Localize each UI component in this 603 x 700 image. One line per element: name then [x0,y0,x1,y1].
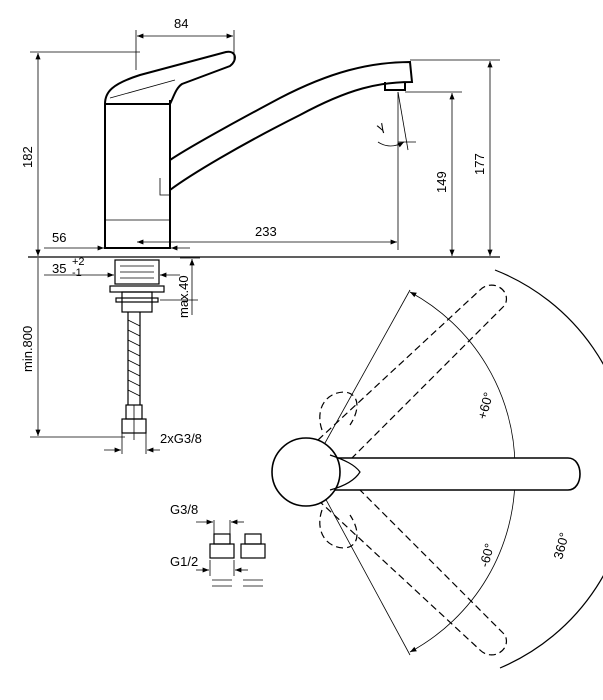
svg-text:56: 56 [52,230,66,245]
dim-spout-height: 149 [405,91,462,256]
dim-total-height: 182 [20,51,140,256]
side-view-faucet [103,50,414,440]
svg-text:2xG3/8: 2xG3/8 [160,431,202,446]
dim-max-height: 177 [410,59,500,256]
label-rotation-full: 360° [550,531,571,561]
svg-text:84: 84 [174,16,188,31]
svg-text:+2: +2 [72,256,85,268]
svg-text:max.40: max.40 [176,275,191,318]
dim-spout-angle: γ [374,91,416,250]
svg-text:γ: γ [374,118,388,134]
label-rotation-plus: +60° [474,391,496,421]
svg-text:35: 35 [52,261,66,276]
svg-text:177: 177 [472,153,487,175]
adapters: G3/8 G1/2 [170,502,266,587]
svg-text:G1/2: G1/2 [170,554,198,569]
svg-text:-1: -1 [72,267,82,279]
svg-text:182: 182 [20,146,35,168]
dim-hose-min: min.800 [20,258,125,438]
svg-text:233: 233 [255,224,277,239]
svg-text:149: 149 [434,171,449,193]
dim-hose-thread: 2xG3/8 [104,431,202,454]
label-rotation-minus: -60° [476,542,497,569]
dim-deck-max: max.40 [160,257,200,318]
top-view-rotation [271,269,603,669]
dim-hole: 35 +2 -1 [44,256,180,279]
svg-text:min.800: min.800 [20,326,35,372]
svg-text:G3/8: G3/8 [170,502,198,517]
dim-base-diameter: 56 [44,230,190,251]
dim-spout-reach: 233 [137,224,397,245]
dim-top-width: 84 [135,16,235,70]
